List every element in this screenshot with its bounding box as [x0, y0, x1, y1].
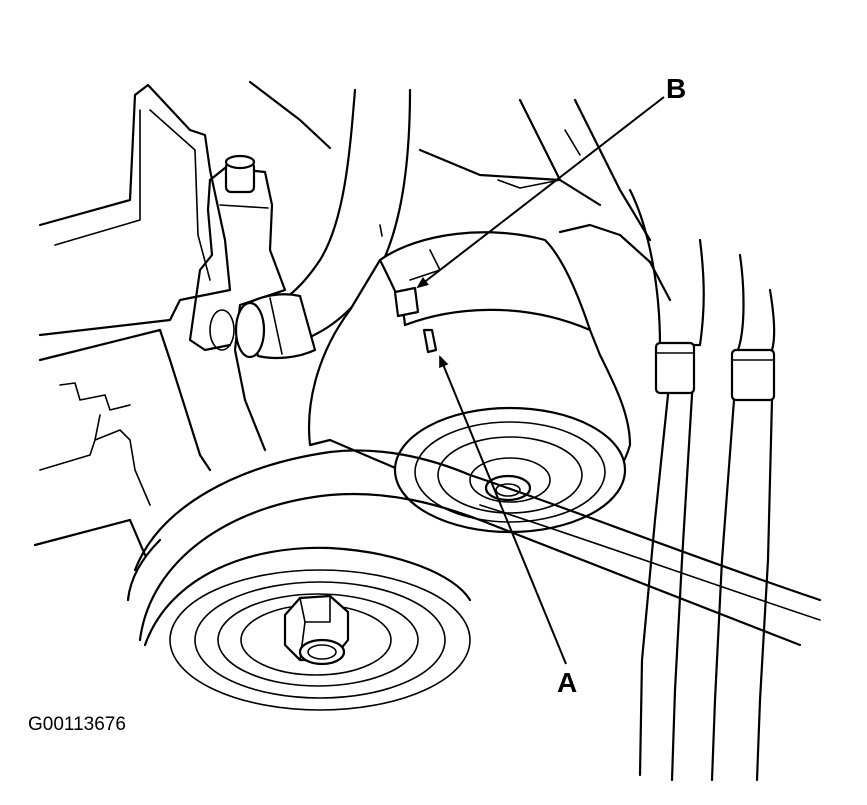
- right-tubes: [628, 188, 776, 782]
- tensioner-assembly: [307, 231, 632, 534]
- callout-label-a: A: [557, 667, 577, 698]
- coolant-hose: [234, 88, 412, 360]
- leader-arrow-a: [439, 355, 567, 665]
- mounting-bracket: [188, 154, 287, 452]
- engine-housing: [248, 80, 672, 302]
- drive-belt: [126, 449, 822, 647]
- engine-block: [33, 83, 232, 557]
- figure-id: G00113676: [28, 714, 126, 735]
- callout-label-b: B: [666, 73, 686, 104]
- crankshaft-pulley: [143, 546, 472, 711]
- leader-arrow-b: [416, 96, 665, 289]
